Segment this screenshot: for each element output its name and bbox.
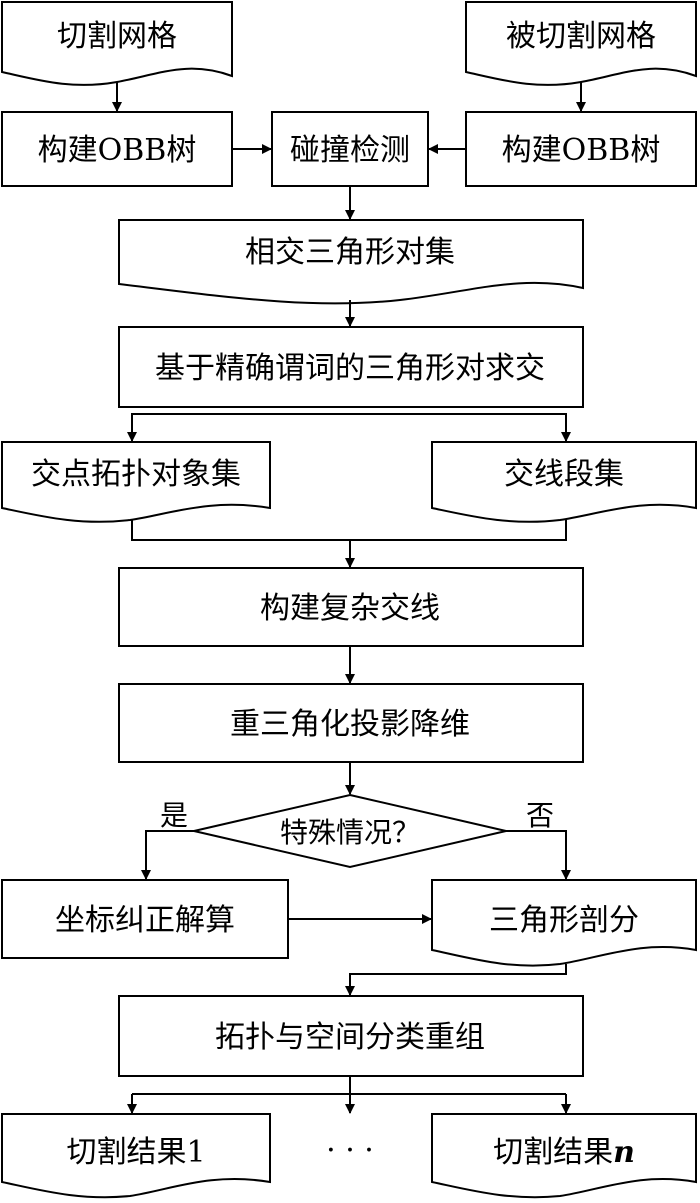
build-obb-left-label: 构建OBB树 <box>38 133 197 168</box>
build-obb-right-shape <box>465 111 697 187</box>
special-case-label: 特殊情况？ <box>280 816 420 849</box>
collision-detection-label: 碰撞检测 <box>290 133 410 168</box>
coordinate-correction-label: 坐标纠正解算 <box>55 903 235 938</box>
exact-predicate-shape <box>118 326 584 408</box>
triangulation-shape <box>431 879 697 967</box>
arrow-decision-no <box>506 830 571 880</box>
topology-regroup-shape <box>118 995 584 1077</box>
special-case-diamond <box>193 793 507 869</box>
cut-mesh-label: 被切割网格 <box>506 19 656 54</box>
arrow-decision-yes <box>141 830 194 880</box>
result-1-shape <box>1 1113 271 1199</box>
result-n-prefix: 切割结果 <box>493 1135 613 1170</box>
cutting-mesh-shape <box>1 1 233 86</box>
build-obb-left-shape <box>1 111 233 187</box>
intersection-topology-label: 交点拓扑对象集 <box>31 457 241 492</box>
intersect-pairs-shape <box>118 219 584 305</box>
result-dots-label: · · · <box>326 1133 374 1168</box>
result-n-label: 切割结果n <box>493 1135 635 1170</box>
arrow-triangulation-to-regroup <box>345 964 567 996</box>
result-n-shape <box>431 1113 697 1199</box>
triangulation-label: 三角形剖分 <box>489 903 639 938</box>
yes-label: 是 <box>160 799 188 832</box>
cutting-mesh-label: 切割网格 <box>57 19 177 54</box>
intersection-topology-shape <box>0 441 271 523</box>
coordinate-correction-shape <box>1 879 289 959</box>
cut-mesh-shape <box>465 1 697 86</box>
merge-sets <box>131 520 567 541</box>
no-label: 否 <box>526 799 554 832</box>
build-obb-right-label: 构建OBB树 <box>502 133 661 168</box>
intersection-segment-shape <box>431 441 697 523</box>
result-n-suffix: n <box>613 1135 635 1170</box>
branch-exact-to-sets <box>131 413 567 441</box>
intersect-pairs-label: 相交三角形对集 <box>245 235 455 270</box>
build-complex-lines-shape <box>118 567 584 647</box>
build-complex-lines-label: 构建复杂交线 <box>260 591 440 626</box>
result-1-label: 切割结果1 <box>66 1135 205 1170</box>
retriangulation-label: 重三角化投影降维 <box>230 707 470 742</box>
intersection-segment-label: 交线段集 <box>504 457 624 492</box>
topology-regroup-label: 拓扑与空间分类重组 <box>215 1020 485 1055</box>
exact-predicate-label: 基于精确谓词的三角形对求交 <box>155 351 545 386</box>
retriangulation-shape <box>118 683 584 763</box>
